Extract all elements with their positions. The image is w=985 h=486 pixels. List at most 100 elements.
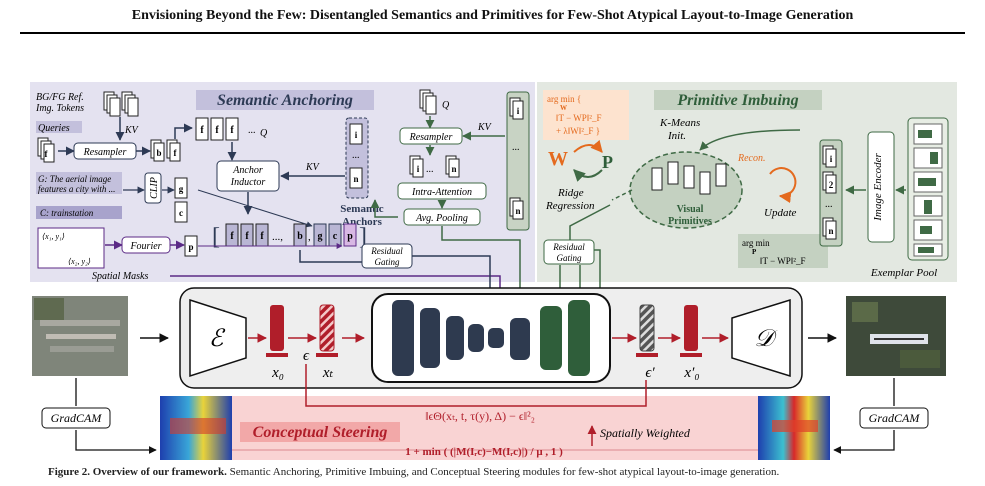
svg-text:p: p [347,231,353,242]
ref-token-stack-f [121,91,139,117]
visual-primitives-line1: Visual [677,204,704,215]
anchor-inductor-line1: Anchor [232,165,263,176]
gradcam-left-box [41,407,111,429]
xt-latent [319,304,335,352]
token-sequence: [ f f f ..., b , g c p ] [212,223,367,250]
clip-box [144,172,162,204]
gc-token-stack: g c [174,177,188,223]
svg-text:f: f [230,125,234,136]
semantic-anchoring-title: Semantic Anchoring [217,92,353,109]
exemplar-thumbnails [913,123,943,257]
svg-text:...: ... [248,125,256,136]
gradcam-left-label: GradCAM [51,411,103,425]
encoder-label: ℰ [209,326,226,352]
semantic-anchoring-panel: Semantic Anchoring BG/FG Ref. Img. Token… [30,82,535,301]
c-caption: C: trainstation [40,208,94,218]
eps-prime-latent [639,304,655,352]
ridge-arrow-bottom [573,169,603,182]
figure-caption: Figure 2. Overview of our framework. Sem… [48,466,948,484]
resampled-token-stack: b f [150,139,181,162]
primitive-imbuing-panel: Primitive Imbuing arg min { W ‖T − WP‖²_… [537,82,957,301]
resampler-right-label: Resampler [409,132,453,143]
gradcam-right-box [859,407,929,429]
ridge-line2: Regression [545,200,595,212]
update-formula-bg [738,234,828,268]
svg-text:...: ... [352,150,360,161]
svg-text:]: ] [359,224,367,250]
svg-text:n: n [828,226,833,236]
svg-text:n: n [515,206,520,216]
intra-attention-label: Intra-Attention [411,187,472,198]
primitive-imbuing-title: Primitive Imbuing [676,92,798,109]
svg-text:b: b [297,231,303,242]
svg-text:‖T − WP‖²_F: ‖T − WP‖²_F [760,256,806,266]
svg-text:f: f [230,231,234,242]
svg-text:n: n [451,164,456,174]
eps-prime-label: ϵ′ [645,365,655,381]
semantic-anchors-line1: Semantic [340,203,384,215]
svg-text:f: f [200,125,204,136]
intra-tokens: i ... n [409,155,460,178]
queries-label-bg [36,121,82,133]
svg-text:n: n [353,174,358,184]
ridge-formula-bg [543,90,629,140]
svg-text:[: [ [212,224,220,250]
residual-gating-pi-box [543,239,595,265]
g-caption-line1: G: The aerial image [38,174,111,184]
spatial-box-tl: ⟨x₁, y₁⟩ [42,232,65,241]
x0-label: x₀ [271,365,284,381]
caption-label: Figure 2. Overview of our framework. [48,466,227,478]
svg-text:2: 2 [829,180,834,190]
c-caption-bg [36,206,122,219]
g-caption-bg [36,172,122,194]
svg-text:g: g [318,231,323,242]
svg-text:‖T − WP‖²_F: ‖T − WP‖²_F [556,113,602,123]
ref-token-stack-b [103,91,121,117]
semantic-anchoring-title-bg [196,90,374,110]
intra-attention-box [397,182,487,200]
kv-label-left: KV [124,125,140,136]
visual-primitives-line2: Primitives [668,216,712,227]
image-encoder-label: Image Encoder [872,153,884,222]
caption-text: Semantic Anchoring, Primitive Imbuing, a… [226,466,780,478]
resampler-left-label: Resampler [83,147,127,158]
svg-text:arg min: arg min [742,238,770,248]
eps-label: ϵ [303,348,310,364]
update-label: Update [764,207,797,219]
kmeans-line1: K-Means [659,117,700,129]
kv-label-right: KV [477,122,493,133]
svg-text:f: f [174,148,178,158]
anchor-inductor-box [216,160,280,192]
f-token-row: f f f ... Q [195,117,268,141]
query-token-stack: f [37,137,55,163]
svg-text:P: P [752,248,757,256]
residual-gating-sa-line1: Residual [370,246,403,256]
svg-text:p: p [188,242,193,252]
p-label: P [602,152,613,172]
avg-pooling-label: Avg. Pooling [415,213,468,224]
spatial-masks-label: Spatial Masks [92,271,148,282]
exemplar-pool-label: Exemplar Pool [870,267,937,279]
steering-title-bg [240,422,400,442]
residual-gating-pi-line2: Gating [556,253,582,263]
ridge-line1: Ridge [557,187,584,199]
svg-text:f: f [260,231,264,242]
svg-text:arg min {: arg min { [547,94,581,104]
image-encoder-box [867,131,895,243]
resampler-right-box [399,127,463,145]
svg-text:c: c [179,208,183,218]
svg-text:...: ... [825,199,833,210]
svg-text:f: f [245,231,249,242]
pipeline-row: ℰ x₀ ϵ xₜ ϵ′ x′₀ 𝒟 [32,287,946,389]
svg-text:...: ... [512,142,520,153]
svg-text:,: , [308,231,311,243]
svg-text:...: ... [426,164,434,175]
svg-text:...,: ..., [272,231,283,243]
xt-label: xₜ [322,365,334,381]
x0-prime-label: x′₀ [683,365,699,381]
avg-pooling-box [403,208,481,226]
svg-text:Q: Q [260,128,268,139]
decoder-block [731,298,791,378]
fourier-label: Fourier [129,241,161,252]
weight-formula: 1 + min ( (|M(Iᵣc)−M(Iᵣc)|) / μ , 1 ) [405,446,563,458]
